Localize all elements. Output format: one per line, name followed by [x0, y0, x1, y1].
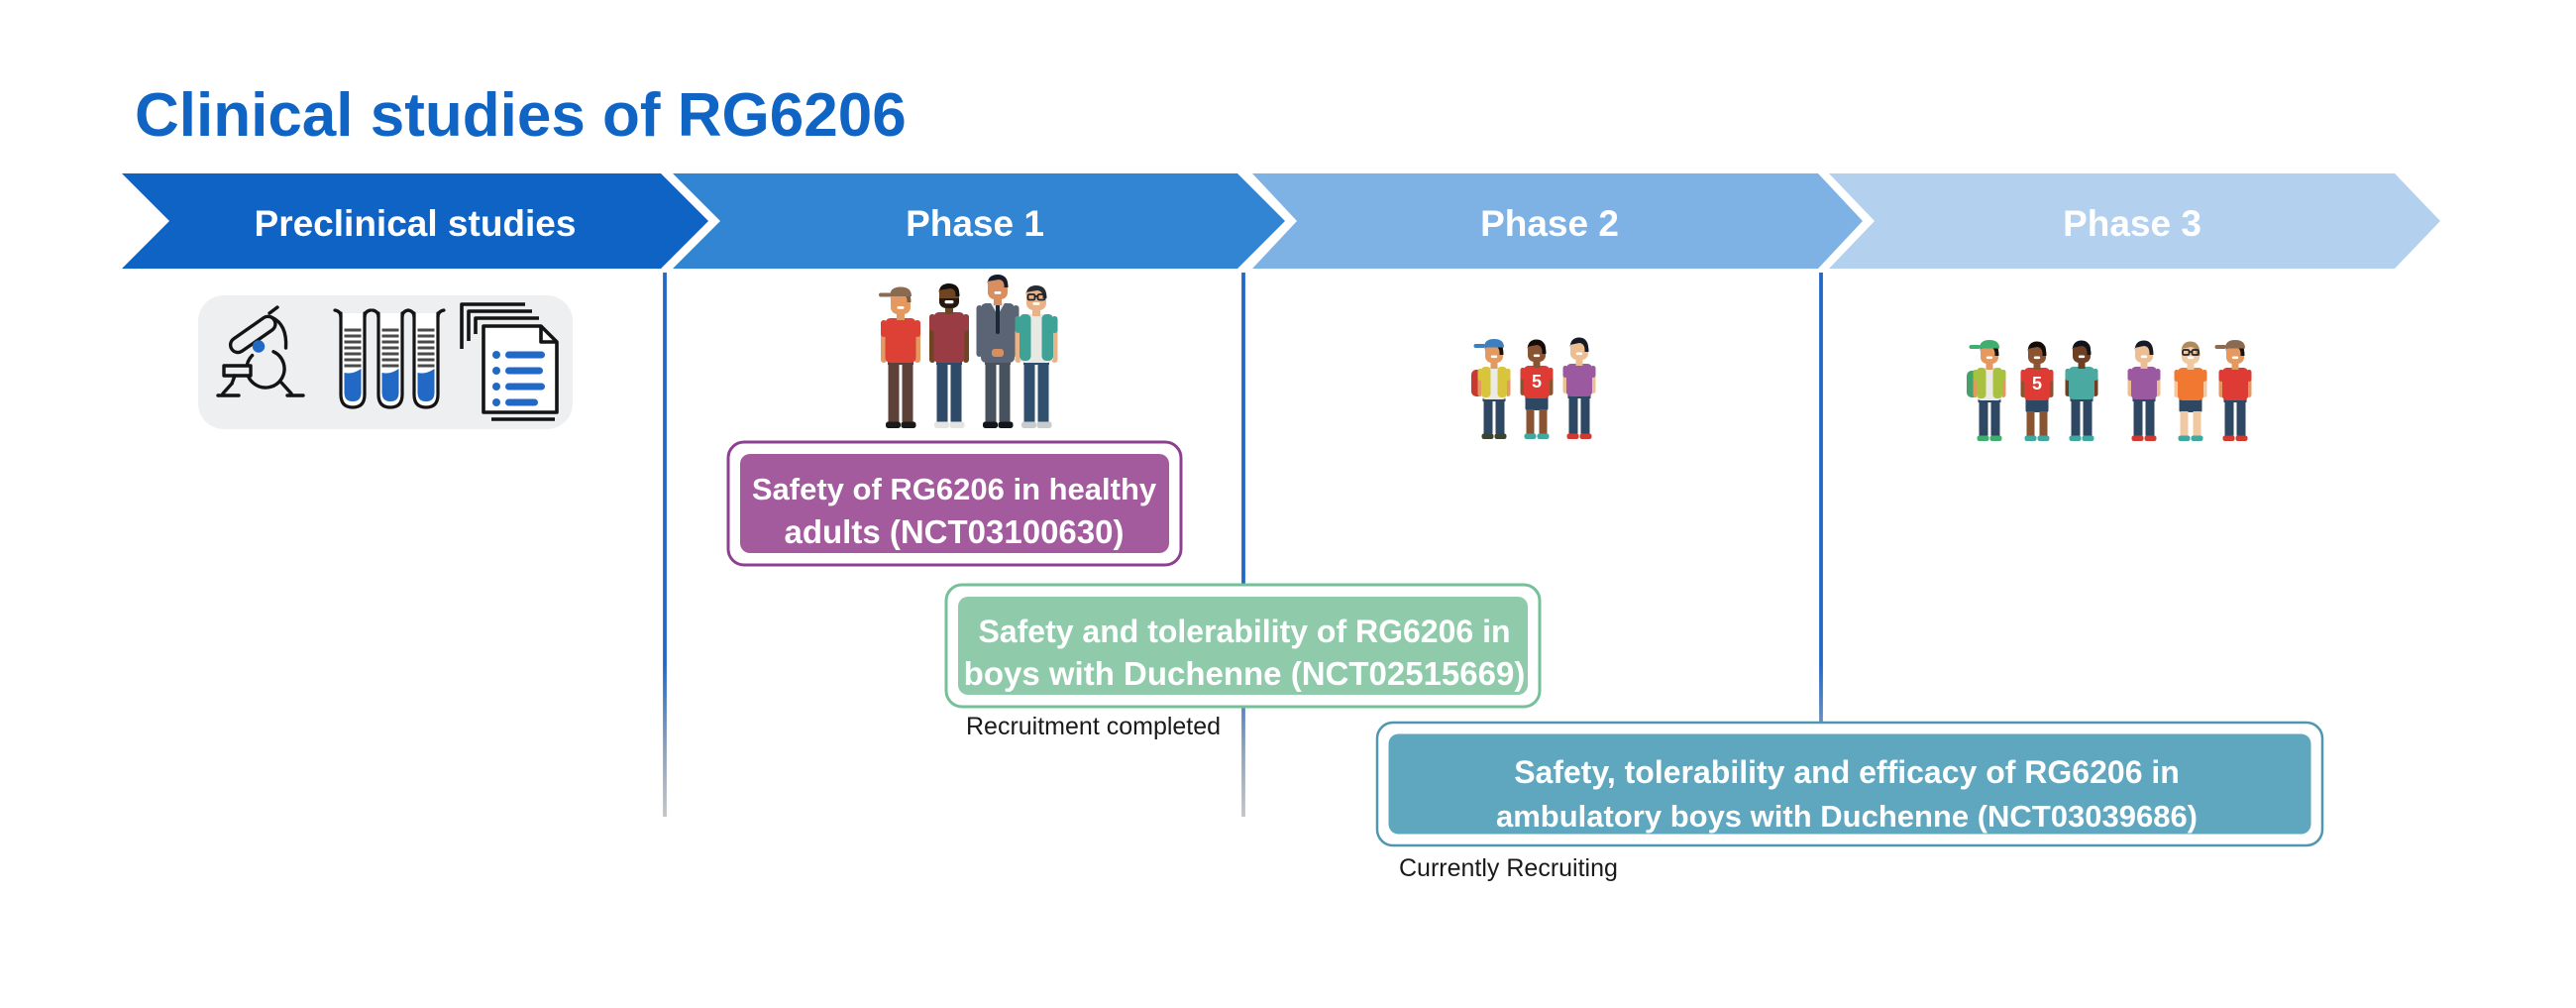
- svg-text:ambulatory boys with Duchenne: ambulatory boys with Duchenne (NCT030396…: [1496, 799, 2198, 834]
- svg-text:Recruitment completed: Recruitment completed: [966, 713, 1221, 740]
- svg-text:5: 5: [2032, 374, 2042, 393]
- svg-text:Clinical studies of RG6206: Clinical studies of RG6206: [135, 81, 907, 150]
- svg-text:Safety, tolerability and effic: Safety, tolerability and efficacy of RG6…: [1514, 754, 2180, 790]
- svg-text:Currently Recruiting: Currently Recruiting: [1399, 854, 1618, 882]
- svg-text:Preclinical studies: Preclinical studies: [255, 203, 577, 244]
- svg-text:5: 5: [1532, 372, 1542, 392]
- svg-text:Phase 2: Phase 2: [1480, 203, 1619, 244]
- svg-text:Phase 3: Phase 3: [2063, 203, 2201, 244]
- svg-text:Safety of RG6206 in healthy: Safety of RG6206 in healthy: [752, 472, 1157, 506]
- svg-text:Phase 1: Phase 1: [906, 203, 1044, 244]
- svg-text:adults (NCT03100630): adults (NCT03100630): [785, 513, 1125, 550]
- svg-text:boys with Duchenne (NCT0251566: boys with Duchenne (NCT02515669): [964, 655, 1526, 692]
- svg-text:Safety and tolerability of RG6: Safety and tolerability of RG6206 in: [978, 614, 1510, 649]
